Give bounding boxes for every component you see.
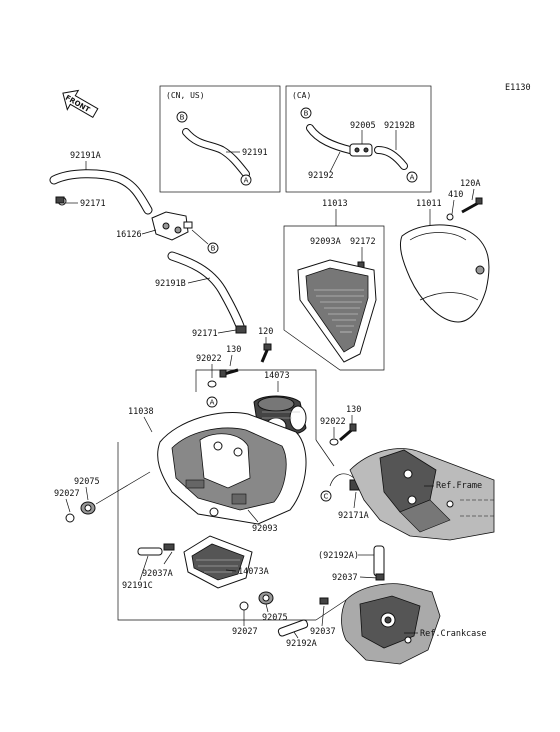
bottom-fasteners: 92075 92027 92037 92192A — [232, 591, 347, 649]
part-92075-a: 92075 — [74, 477, 100, 487]
part-130-b: 130 — [346, 405, 361, 415]
part-92191c: 92191C — [122, 581, 153, 591]
part-92172: 92172 — [350, 237, 376, 247]
housing-11038-group: 11038 — [128, 407, 307, 525]
part-92171-top: 92171 — [80, 199, 106, 209]
part-92093: 92093 — [252, 524, 278, 534]
housing-outline — [117, 369, 317, 621]
part-92027-b: 92027 — [232, 627, 258, 637]
part-120a: 120A — [460, 179, 480, 189]
part-11038: 11038 — [128, 407, 154, 417]
part-92191b: 92191B — [155, 279, 186, 289]
part-92192b: 92192B — [384, 121, 415, 131]
part-92093a: 92093A — [310, 237, 341, 247]
ca-label: (CA) — [292, 91, 311, 100]
diagram-code: E1130 — [505, 83, 531, 93]
part-410: 410 — [448, 190, 463, 200]
front-arrow-icon: FRONT — [62, 89, 99, 119]
cn-us-label: (CN, US) — [166, 91, 205, 100]
part-92191: 92191 — [242, 148, 268, 158]
part-14073: 14073 — [264, 371, 290, 381]
part-92191a: 92191A — [70, 151, 101, 161]
callout-b-main: B — [211, 245, 216, 253]
cover-11011-shape — [399, 224, 490, 323]
hose-92192a-paren-group: (92192A) 92037 — [318, 545, 385, 583]
upper-fasteners: 120 130 92022 A — [196, 327, 273, 408]
valve-92005-shape — [349, 143, 373, 157]
element-14073a-group: 14073A 92037A 92191C — [122, 535, 269, 591]
part-92192-ca: 92192 — [308, 171, 334, 181]
ref-frame: Ref.Frame — [436, 481, 482, 491]
part-16126: 16126 — [116, 230, 142, 240]
part-92171a: 92171A — [338, 511, 369, 521]
callout-a-housing: A — [210, 399, 215, 407]
part-92171-mid: 92171 — [192, 329, 218, 339]
part-92037-b: 92037 — [310, 627, 336, 637]
part-92037-a: 92037 — [332, 573, 358, 583]
part-92027-a: 92027 — [54, 489, 80, 499]
callout-a-ca: A — [410, 174, 415, 182]
callout-c: C — [324, 493, 329, 501]
cover-11011-group: 11011 410 120A — [399, 179, 490, 323]
right-fasteners: 130 92022 — [315, 405, 361, 467]
filter-11013-group: 11013 92093A 92172 — [283, 199, 385, 371]
hose-92191b-group: 92191B 92171 — [155, 251, 247, 339]
ref-crankcase: Ref.Crankcase — [420, 629, 487, 639]
upper-left-hose-group: 92191A 92171 16126 B — [49, 151, 219, 254]
part-92022-a: 92022 — [196, 354, 222, 364]
part-11013: 11013 — [322, 199, 348, 209]
valve-16126-shape — [151, 211, 189, 241]
part-11011: 11011 — [416, 199, 442, 209]
part-14073a: 14073A — [238, 567, 269, 577]
part-130-a: 130 — [226, 345, 241, 355]
part-92192a: 92192A — [286, 639, 317, 649]
part-92192a-paren: (92192A) — [318, 551, 359, 561]
callout-b-cnus: B — [180, 114, 185, 122]
part-92022-b: 92022 — [320, 417, 346, 427]
crankcase-reference-group: Ref.Crankcase — [341, 583, 487, 665]
part-92037a: 92037A — [142, 569, 173, 579]
frame-reference-group: Ref.Frame — [349, 448, 495, 541]
part-120: 120 — [258, 327, 273, 337]
part-92075-b: 92075 — [262, 613, 288, 623]
part-92005: 92005 — [350, 121, 376, 131]
ca-variant-box: (CA) B A 92005 92192B 92192 — [285, 85, 432, 193]
callout-b-ca: B — [304, 110, 309, 118]
cn-us-variant-box: (CN, US) B A 92191 — [159, 85, 281, 193]
left-fasteners: 92075 92027 — [54, 471, 151, 523]
callout-a-cnus: A — [244, 177, 249, 185]
